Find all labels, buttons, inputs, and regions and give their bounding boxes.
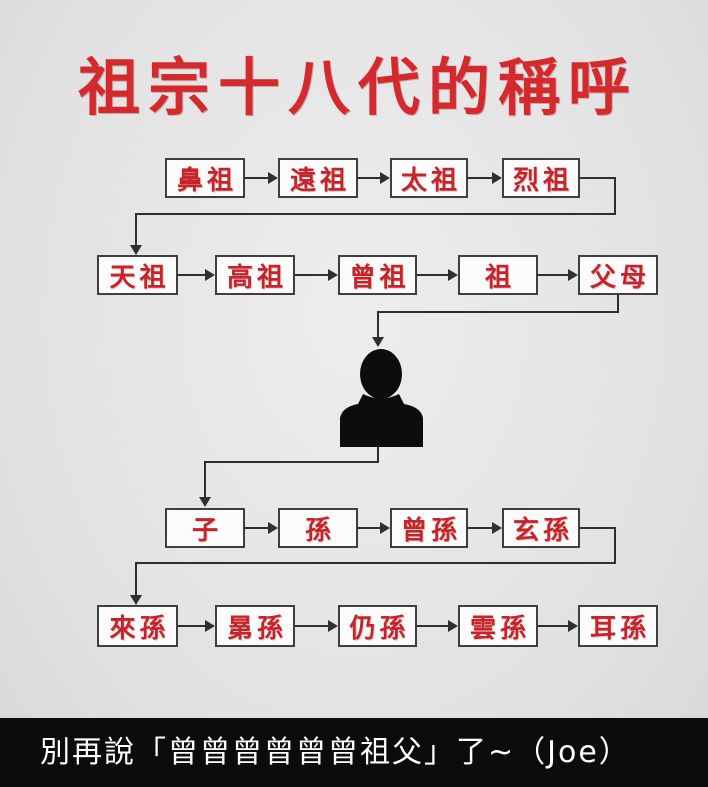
node-lie-zu: 烈祖 (502, 158, 580, 198)
arrow-zu-to-fu-mu (538, 269, 578, 281)
node-zeng-zu: 曾祖 (338, 255, 417, 295)
node-lai-sun: 來孫 (97, 605, 178, 647)
arrow-tian-zu-to-gao-zu (178, 269, 215, 281)
node-zi: 子 (165, 508, 245, 548)
arrow-yun-sun-to-er-sun (538, 620, 578, 632)
node-tai-zu: 太祖 (390, 158, 468, 198)
node-yun-sun: 雲孫 (458, 605, 538, 647)
arrow-zi-to-sun (245, 522, 278, 534)
arrow-zeng-sun-to-xuan-sun (468, 522, 502, 534)
node-sun: 孫 (278, 508, 358, 548)
caption-text: 別再說「曾曾曾曾曾曾祖父」了~（Joe） (40, 735, 631, 770)
arrow-yuan-zu-to-tai-zu (358, 172, 390, 184)
arrow-tai-zu-to-lie-zu (468, 172, 502, 184)
connector-xuan-sun-to-lai-sun (130, 527, 616, 605)
arrow-gao-zu-to-zeng-zu (295, 269, 338, 281)
connector-lie-zu-to-tian-zu (130, 177, 616, 255)
arrow-kun-sun-to-reng-sun (295, 620, 338, 632)
node-xuan-sun: 玄孫 (502, 508, 580, 548)
node-kun-sun: 晜孫 (215, 605, 295, 647)
node-zeng-sun: 曾孫 (390, 508, 468, 548)
node-bi-zu: 鼻祖 (165, 158, 245, 198)
node-fu-mu: 父母 (578, 255, 658, 295)
person-silhouette-icon (340, 349, 423, 447)
arrow-lai-sun-to-kun-sun (178, 620, 215, 632)
connector-fu-mu-to-self (372, 295, 619, 347)
node-reng-sun: 仍孫 (338, 605, 417, 647)
connector-self-to-zi (199, 447, 379, 507)
arrow-reng-sun-to-yun-sun (417, 620, 458, 632)
node-tian-zu: 天祖 (97, 255, 178, 295)
node-zu: 祖 (458, 255, 538, 295)
node-er-sun: 耳孫 (578, 605, 658, 647)
page-title: 祖宗十八代的稱呼 (77, 51, 638, 124)
caption-bar: 別再說「曾曾曾曾曾曾祖父」了~（Joe） (0, 718, 708, 787)
node-yuan-zu: 遠祖 (278, 158, 358, 198)
node-gao-zu: 高祖 (215, 255, 295, 295)
arrow-bi-zu-to-yuan-zu (245, 172, 278, 184)
arrow-zeng-zu-to-zu (417, 269, 458, 281)
arrow-sun-to-zeng-sun (358, 522, 390, 534)
